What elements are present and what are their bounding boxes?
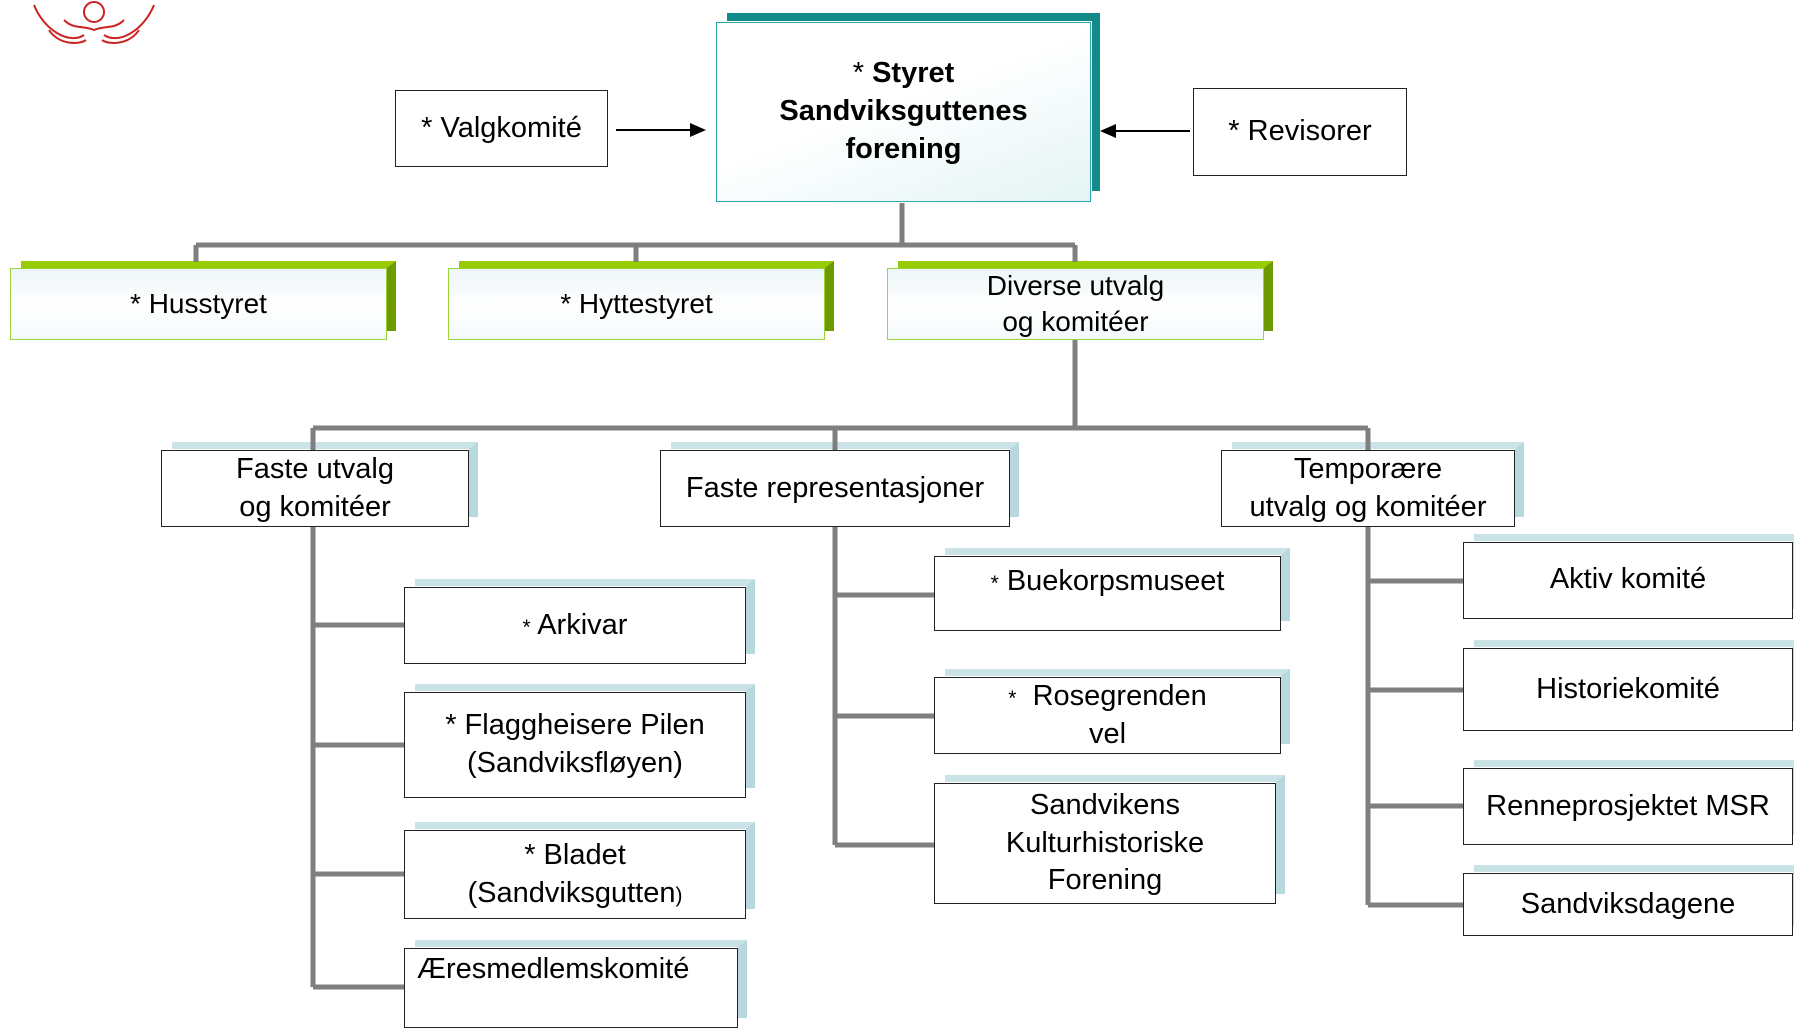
bladet-label-1: * Bladet bbox=[524, 838, 626, 871]
husstyret-label: * Husstyret bbox=[130, 287, 267, 319]
temporaere-node: Temporære utvalg og komitéer bbox=[1221, 442, 1524, 527]
rosegrenden-node: * Rosegrenden vel bbox=[934, 669, 1290, 754]
buekorpsmuseet-label: Buekorpsmuseet bbox=[1006, 565, 1225, 597]
aktiv-komite-node: Aktiv komité bbox=[1463, 534, 1794, 619]
kulturhistoriske-label-1: Sandvikens bbox=[1030, 788, 1180, 821]
aktiv-komite-label: Aktiv komité bbox=[1549, 563, 1707, 595]
faste-utvalg-label-2: og komitéer bbox=[239, 490, 391, 523]
hyttestyret-label: * Hyttestyret bbox=[560, 287, 713, 319]
buekorpsmuseet-star: * bbox=[990, 572, 999, 595]
valgkomite-label: * Valgkomité bbox=[421, 111, 582, 144]
aeresmedlem-label: Æresmedlemskomité bbox=[417, 953, 690, 985]
kulturhistoriske-label-3: Forening bbox=[1047, 864, 1163, 897]
sandviksdagene-node: Sandviksdagene bbox=[1463, 865, 1794, 936]
kulturhistoriske-node: Sandvikens Kulturhistoriske Forening bbox=[934, 775, 1285, 904]
valgkomite-node: * Valgkomité bbox=[395, 90, 608, 167]
arrow-left-icon bbox=[1100, 124, 1190, 138]
styret-star: * bbox=[852, 57, 865, 90]
bladet-label-2: (Sandviksgutten bbox=[467, 876, 676, 909]
revisorer-label: * Revisorer bbox=[1228, 115, 1372, 148]
flaggheisere-label-2: (Sandviksfløyen) bbox=[467, 747, 683, 779]
revisorer-node: * Revisorer bbox=[1193, 88, 1407, 176]
renneprosjektet-label: Renneprosjektet MSR bbox=[1486, 789, 1770, 822]
renneprosjektet-node: Renneprosjektet MSR bbox=[1463, 760, 1794, 845]
arkivar-node: * Arkivar bbox=[404, 579, 755, 664]
bladet-node: * Bladet (Sandviksgutten) bbox=[404, 822, 755, 919]
arrow-right-icon bbox=[616, 123, 706, 137]
hyttestyret-node: * Hyttestyret bbox=[448, 261, 834, 340]
styret-node: * Styret Sandviksguttenes forening bbox=[716, 13, 1100, 202]
crest-logo-icon bbox=[33, 1, 155, 44]
diverse-label-2: og komitéer bbox=[1002, 306, 1149, 337]
rosegrenden-star: * bbox=[1008, 686, 1017, 710]
styret-subtitle-2: forening bbox=[845, 132, 962, 165]
faste-utvalg-node: Faste utvalg og komitéer bbox=[161, 442, 478, 527]
diverse-label-1: Diverse utvalg bbox=[986, 269, 1165, 301]
historiekomite-label: Historiekomité bbox=[1536, 672, 1720, 705]
faste-representasjoner-node: Faste representasjoner bbox=[660, 442, 1019, 527]
temporaere-label-1: Temporære bbox=[1293, 452, 1443, 485]
flaggheisere-label-1: * Flaggheisere Pilen bbox=[445, 709, 705, 742]
styret-subtitle: Sandviksguttenes bbox=[779, 95, 1028, 128]
diverse-node: Diverse utvalg og komitéer bbox=[887, 261, 1273, 340]
sandviksdagene-label: Sandviksdagene bbox=[1520, 887, 1736, 920]
rosegrenden-label-2: vel bbox=[1088, 717, 1127, 750]
flaggheisere-node: * Flaggheisere Pilen (Sandviksfløyen) bbox=[404, 684, 755, 798]
kulturhistoriske-label-2: Kulturhistoriske bbox=[1005, 826, 1205, 859]
bladet-paren: ) bbox=[675, 883, 683, 907]
historiekomite-node: Historiekomité bbox=[1463, 640, 1794, 731]
buekorpsmuseet-node: * Buekorpsmuseet bbox=[934, 548, 1290, 631]
aeresmedlem-node: Æresmedlemskomité bbox=[404, 940, 747, 1028]
husstyret-node: * Husstyret bbox=[10, 261, 396, 340]
arkivar-label: Arkivar bbox=[537, 608, 628, 641]
styret-title: Styret bbox=[872, 57, 955, 90]
rosegrenden-label-1: Rosegrenden bbox=[1032, 679, 1207, 712]
arkivar-star: * bbox=[522, 615, 531, 639]
temporaere-label-2: utvalg og komitéer bbox=[1249, 490, 1487, 523]
faste-representasjoner-label: Faste representasjoner bbox=[685, 471, 985, 504]
faste-utvalg-label-1: Faste utvalg bbox=[236, 452, 394, 485]
